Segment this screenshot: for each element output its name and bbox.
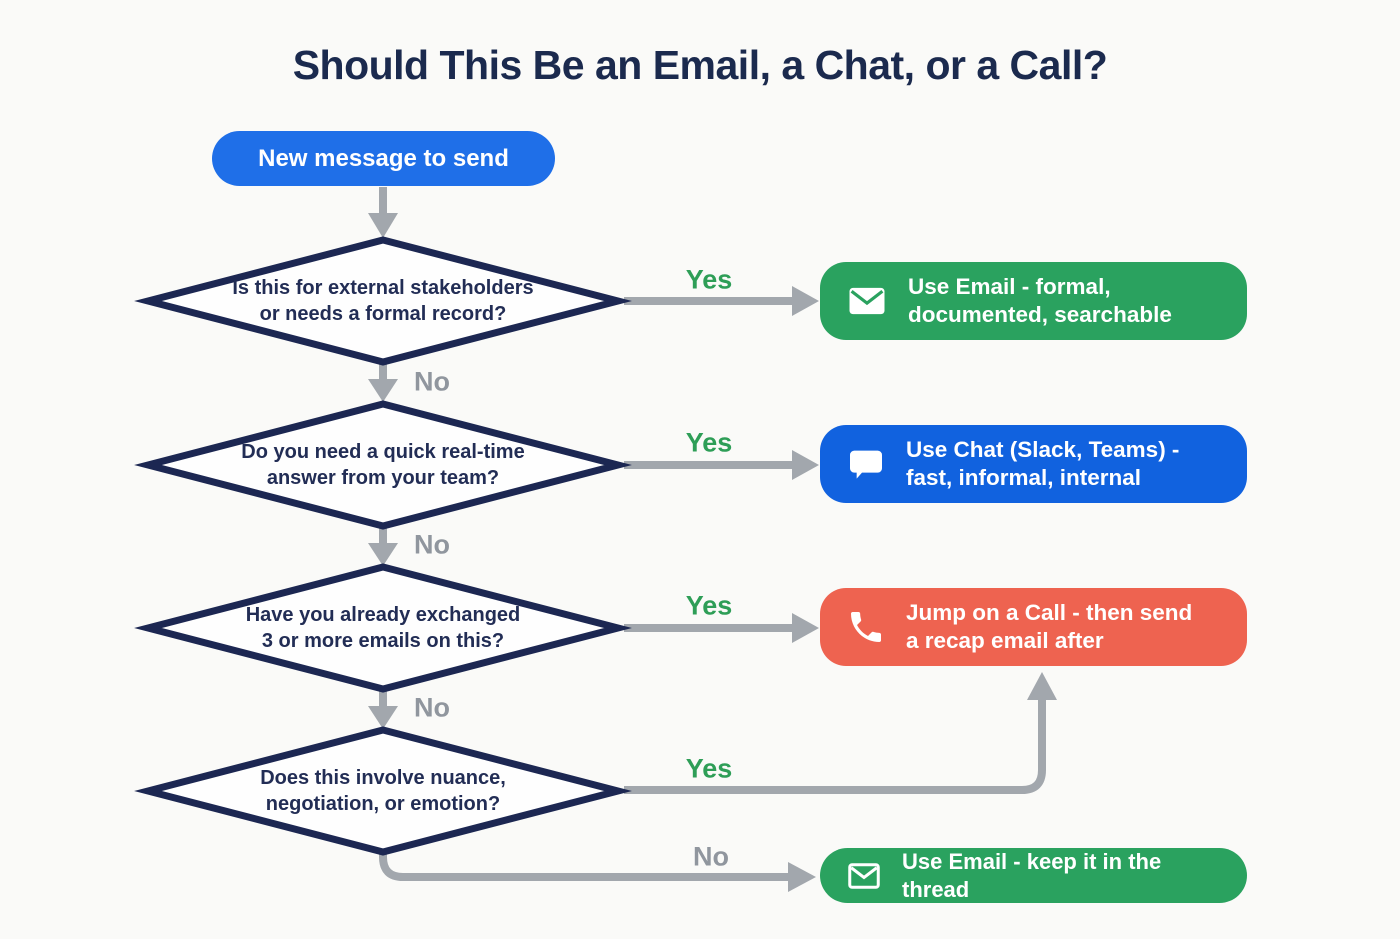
arrowhead-d1-no	[368, 379, 398, 402]
arrowhead-d3-yes	[792, 613, 819, 643]
decision-1-no-label: No	[414, 366, 450, 397]
decision-diamond-4	[134, 726, 632, 856]
decision-diamond-3	[134, 563, 632, 693]
outcome-jump-on-call: Jump on a Call - then send a recap email…	[820, 588, 1247, 666]
arrowhead-d2-yes	[792, 450, 819, 480]
start-node-label: New message to send	[258, 144, 509, 172]
mail-outline-icon	[846, 858, 882, 894]
outcome-line: Use Email - formal,	[908, 274, 1111, 299]
connector-d4-no	[379, 853, 790, 881]
decision-2-no-label: No	[414, 529, 450, 560]
start-node: New message to send	[212, 131, 555, 186]
decision-2-yes-label: Yes	[685, 427, 733, 458]
arrowhead-d1-yes	[792, 286, 819, 316]
outcome-use-email-thread: Use Email - keep it in the thread	[820, 848, 1247, 903]
decision-diamond-2	[134, 400, 632, 530]
arrowhead-d3-no	[368, 706, 398, 729]
outcome-line: Use Email - keep it in the thread	[902, 848, 1162, 902]
outcome-line: Use Chat (Slack, Teams) -	[906, 437, 1180, 462]
decision-1-question: Is this for external stakeholders or nee…	[232, 277, 534, 325]
decision-3-no-label: No	[414, 692, 450, 723]
arrowhead-d4-no	[788, 862, 816, 892]
decision-4-no-label: No	[693, 841, 729, 872]
decision-2-question: Do you need a quick real-time answer fro…	[241, 441, 525, 489]
decision-4-yes-label: Yes	[685, 753, 733, 784]
outcome-use-chat: Use Chat (Slack, Teams) - fast, informal…	[820, 425, 1247, 503]
outcome-line: a recap email after	[906, 628, 1104, 653]
arrowhead-d2-no	[368, 543, 398, 566]
decision-1-yes-label: Yes	[685, 264, 733, 295]
decision-3-yes-label: Yes	[685, 590, 733, 621]
mail-icon	[846, 280, 888, 322]
arrowhead-start-to-d1	[368, 213, 398, 238]
decision-3-question: Have you already exchanged 3 or more ema…	[245, 604, 521, 652]
outcome-line: documented, searchable	[908, 302, 1172, 327]
outcome-line: Jump on a Call - then send	[906, 600, 1193, 625]
chat-icon	[846, 444, 886, 484]
outcome-use-email-formal: Use Email - formal, documented, searchab…	[820, 262, 1247, 340]
page-title: Should This Be an Email, a Chat, or a Ca…	[292, 42, 1108, 88]
phone-icon	[846, 607, 886, 647]
arrowhead-d4-yes-up	[1027, 672, 1057, 700]
decision-4-question: Does this involve nuance, negotiation, o…	[260, 767, 506, 815]
decision-diamond-1	[134, 236, 632, 366]
connector-d4-yes	[624, 698, 1046, 794]
outcome-line: fast, informal, internal	[906, 465, 1142, 490]
